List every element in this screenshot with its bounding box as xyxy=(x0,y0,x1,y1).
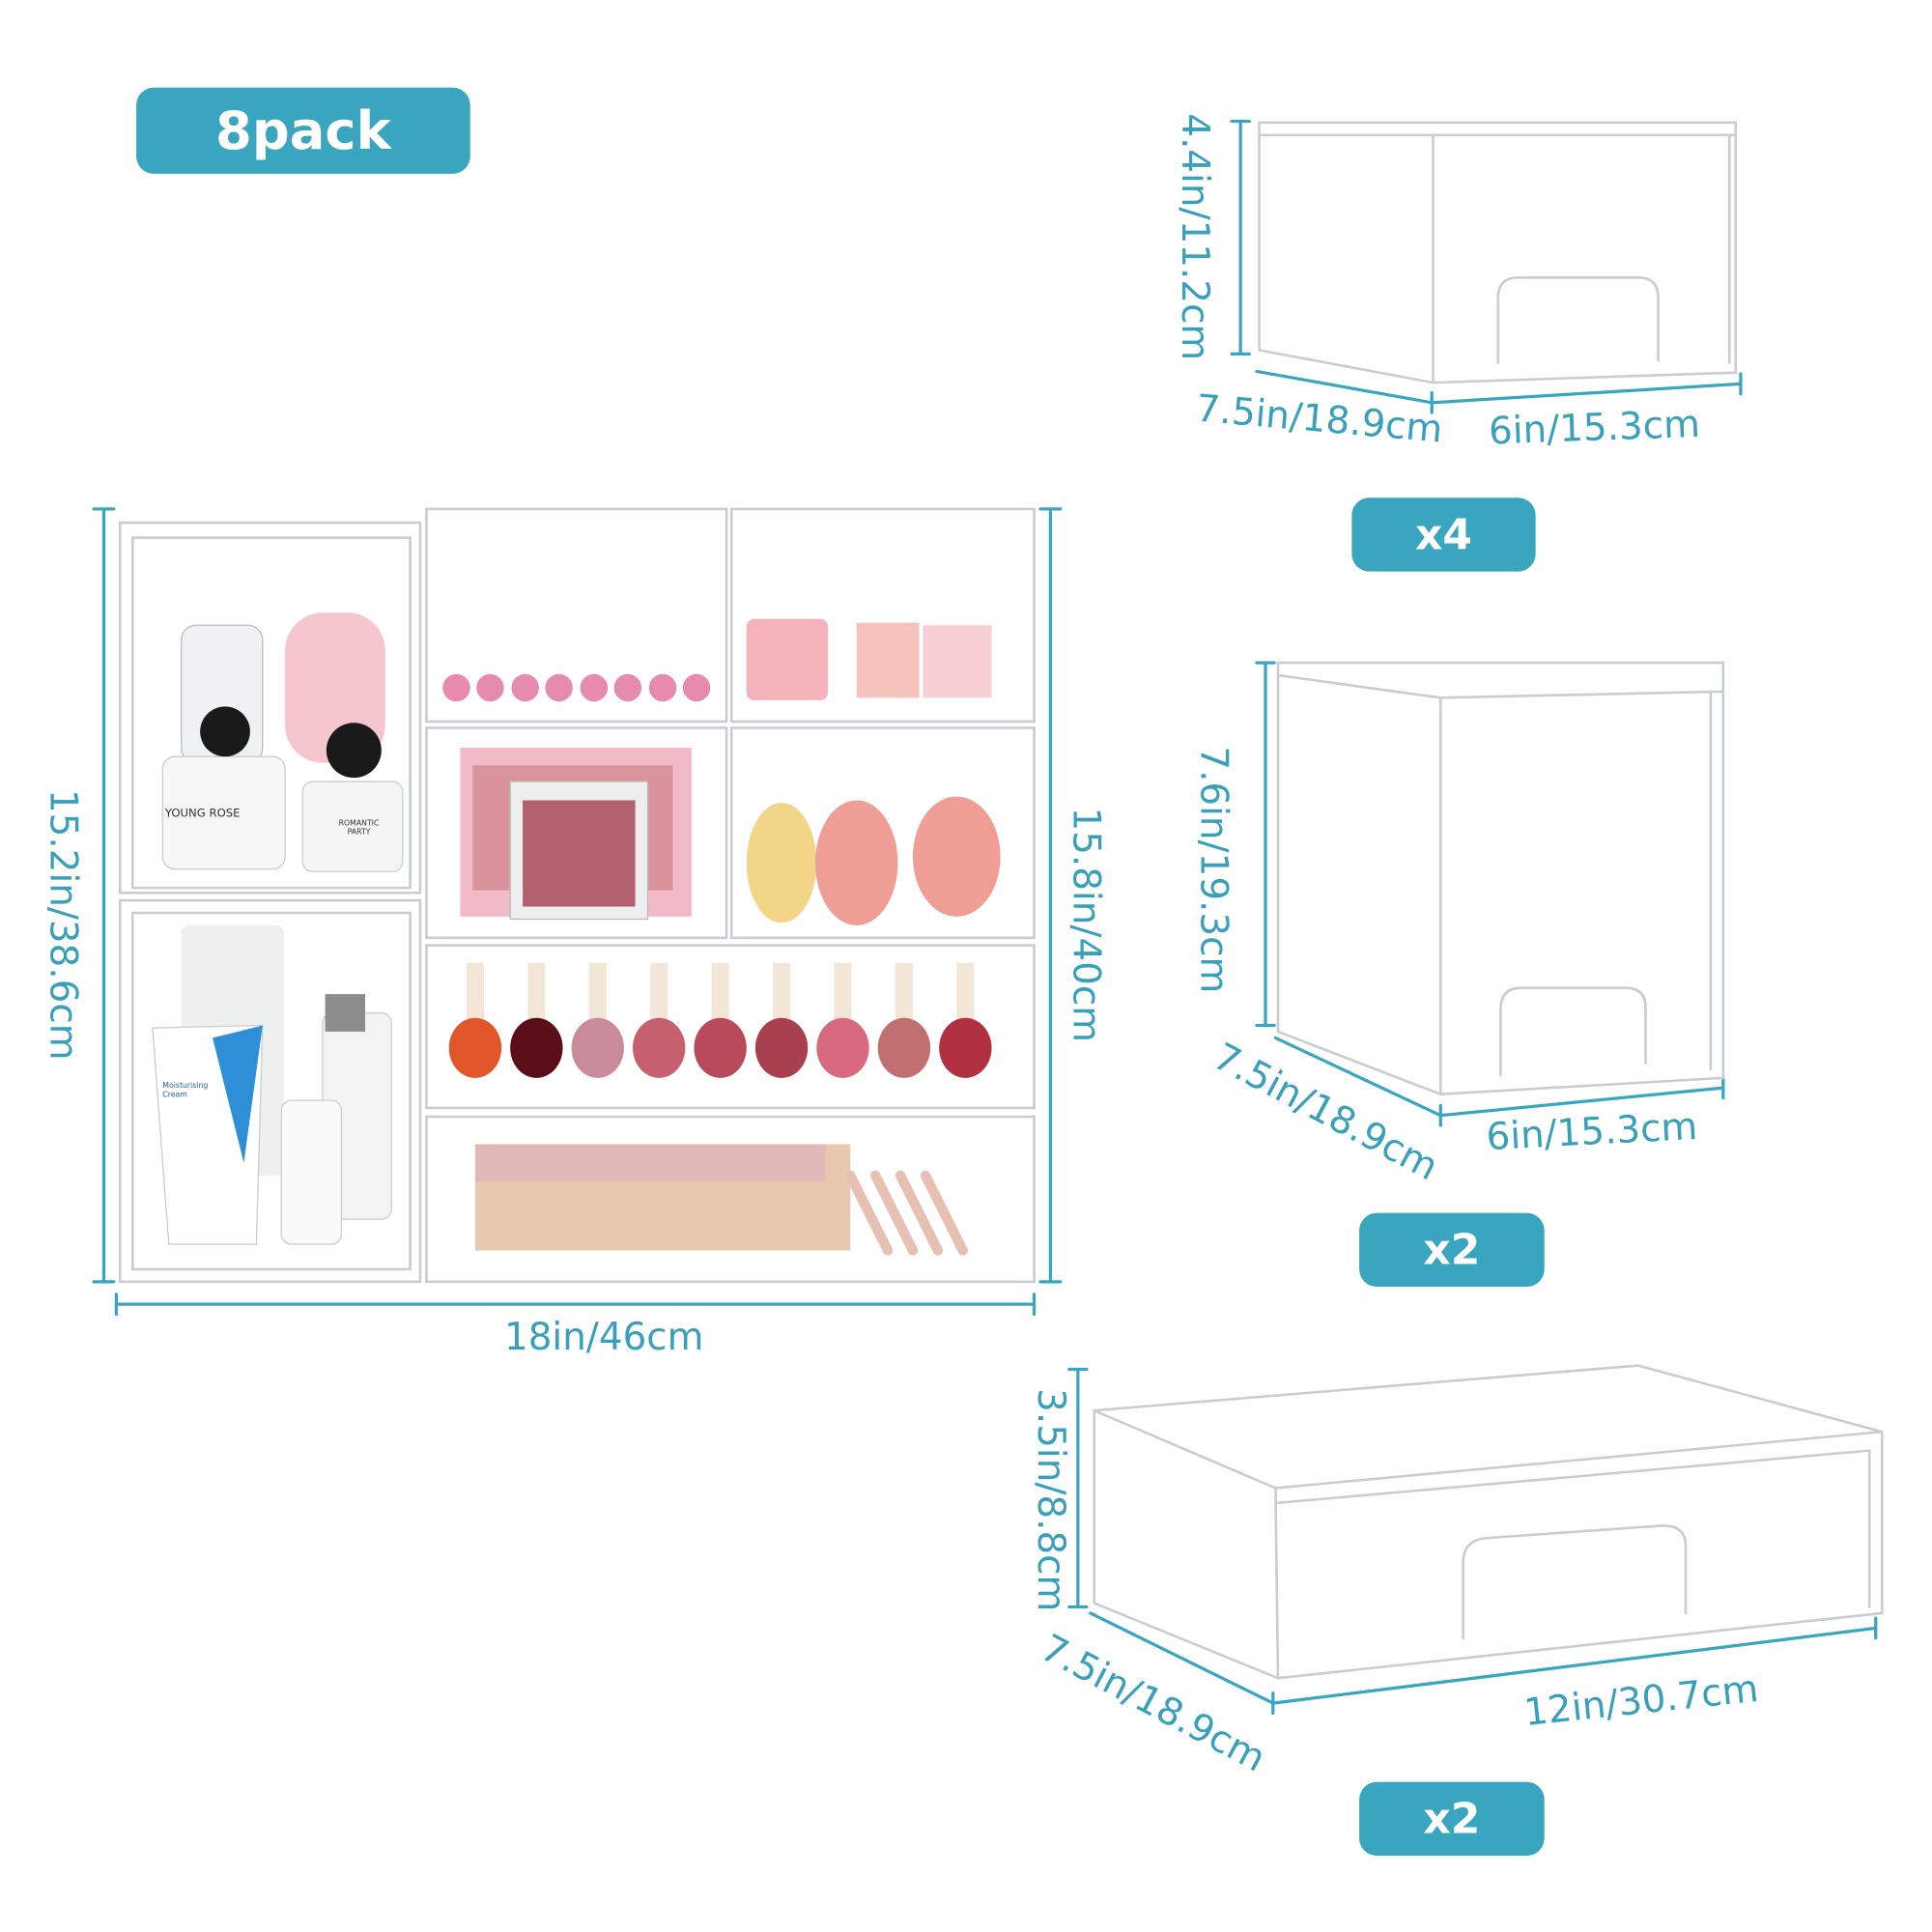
nail-polish-cap xyxy=(527,962,546,1020)
nail-polish-bottle xyxy=(694,1017,747,1078)
pack-count-badge: 8pack xyxy=(136,87,470,174)
cream-label: Moisturising Cream xyxy=(162,1081,209,1099)
small-box-width-label: 6in/15.3cm xyxy=(1488,402,1701,454)
cosmetics xyxy=(152,612,1001,1256)
assembly-height-left-label: 15.2in/38.6cm xyxy=(41,788,85,1061)
assembled-organizer xyxy=(118,507,1036,1284)
assembly-width-label: 18in/46cm xyxy=(503,1315,704,1360)
assembly-height-right-label: 15.8in/40cm xyxy=(1063,807,1108,1043)
nail-polish-bottle xyxy=(510,1017,563,1078)
nail-polish-bottle xyxy=(633,1017,686,1078)
tall-box-quantity-badge: x2 xyxy=(1359,1212,1545,1288)
nail-polish-bottle xyxy=(939,1017,992,1078)
nail-polish-cap xyxy=(834,962,852,1020)
dimension-lines xyxy=(92,119,1878,1716)
nail-polish-cap xyxy=(650,962,668,1020)
nail-polish-bottle xyxy=(816,1017,869,1078)
nail-polish-bottle xyxy=(448,1017,502,1078)
small-box-height-label: 4.4in/11.2cm xyxy=(1172,113,1216,361)
perfume-2-label: ROMANTIC PARTY xyxy=(338,818,380,838)
wide-box-quantity-badge: x2 xyxy=(1359,1781,1545,1857)
nail-polish-cap xyxy=(773,962,791,1020)
box-wide xyxy=(1093,1364,1884,1680)
tall-box-height-label: 7.6in/19.3cm xyxy=(1191,746,1236,994)
perfume-label: YOUNG ROSE xyxy=(164,808,241,821)
small-box-quantity-badge: x4 xyxy=(1351,497,1536,572)
nail-polish-bottle xyxy=(571,1017,624,1078)
box-small xyxy=(1258,121,1738,384)
nail-polish-cap xyxy=(956,962,975,1020)
nail-polish-cap xyxy=(588,962,607,1020)
nail-polish-bottle xyxy=(754,1017,809,1078)
nail-polish-cap xyxy=(895,962,913,1020)
nail-polish-cap xyxy=(711,962,729,1020)
nail-polish-cap xyxy=(466,962,484,1020)
box-tall xyxy=(1276,661,1725,1095)
wide-box-height-label: 3.5in/8.8cm xyxy=(1028,1388,1073,1612)
nail-polish-bottle xyxy=(877,1017,931,1078)
